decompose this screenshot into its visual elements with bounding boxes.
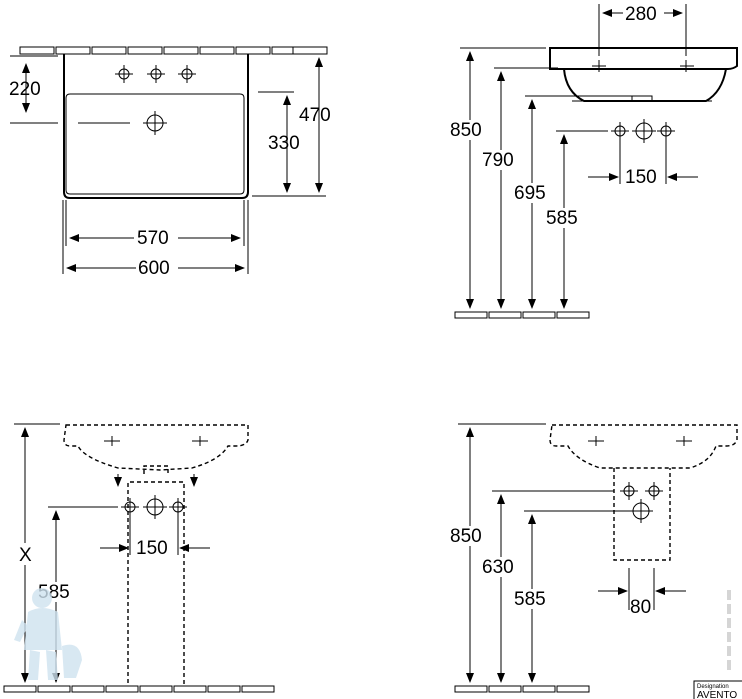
floor-line	[454, 685, 590, 693]
title-block: Designation AVENTO	[693, 680, 742, 699]
dim-waste-height: 695	[514, 183, 546, 204]
tap-hole-icon	[177, 64, 197, 84]
tap-hole-icon	[114, 64, 134, 84]
dim-tap-offset: 220	[9, 79, 41, 100]
pedestal-dashed	[127, 481, 185, 690]
dim-inner-width: 570	[137, 228, 169, 249]
basin-bowl	[65, 93, 245, 195]
waste-icon	[631, 118, 657, 144]
floor-line	[3, 685, 275, 693]
dim-supply-spacing: 150	[136, 538, 168, 559]
semi-pedestal-view: 850 630 585 80	[448, 423, 738, 693]
floor-line	[454, 311, 590, 319]
dim-rim-height: 850	[450, 120, 482, 141]
tap-hole-icon	[146, 64, 166, 84]
basin-outline	[63, 54, 249, 199]
side-view: 280 850 790 695 585	[448, 4, 738, 319]
title-block-label: Designation	[697, 684, 729, 690]
supply-icon	[619, 481, 639, 501]
waste-icon	[628, 498, 654, 524]
dim-bowl-height: 790	[482, 150, 514, 171]
basin-outline-dashed	[63, 424, 249, 471]
dim-supply-height: 585	[514, 589, 546, 610]
top-view: 220 330 470 570 600	[9, 46, 331, 279]
supply-icon	[610, 121, 630, 141]
waste-icon	[142, 494, 168, 520]
dim-tap-spacing: 280	[625, 4, 657, 25]
dim-outer-width: 600	[138, 258, 170, 279]
drain-icon	[142, 110, 168, 136]
dim-supply-spacing: 150	[625, 167, 657, 188]
dim-rim-height: 850	[450, 526, 482, 547]
dim-variable-height: X	[19, 545, 32, 566]
basin-rim	[549, 47, 738, 70]
dim-supply-height: 585	[546, 208, 578, 229]
wall-line	[19, 46, 328, 55]
plumber-watermark-icon	[14, 588, 82, 680]
dim-inner-depth: 330	[268, 133, 300, 154]
basin-outline-dashed	[549, 424, 738, 469]
pedestal-view: X 585 150	[3, 423, 275, 693]
semi-pedestal-dashed	[613, 468, 671, 561]
supply-icon	[656, 121, 676, 141]
title-block-product: AVENTO	[697, 690, 737, 699]
vertical-watermark	[727, 590, 731, 670]
dim-supply-spacing: 80	[630, 597, 651, 618]
supply-icon	[644, 481, 664, 501]
dim-outer-depth: 470	[299, 105, 331, 126]
dim-semi-pedestal-height: 630	[482, 557, 514, 578]
supply-icon	[120, 497, 140, 517]
